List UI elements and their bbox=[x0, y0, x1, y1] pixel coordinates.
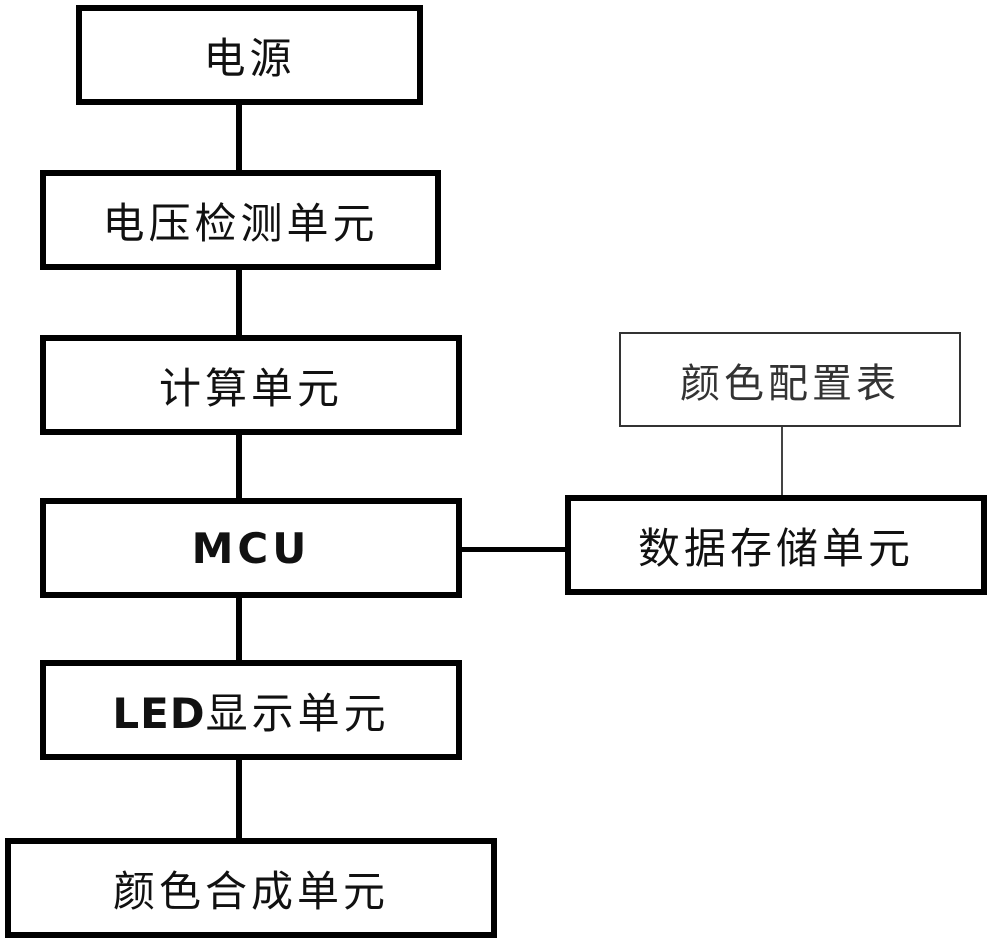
node-mcu: MCU bbox=[40, 498, 462, 598]
node-label: 数据存储单元 bbox=[637, 523, 914, 573]
node-data-storage: 数据存储单元 bbox=[565, 495, 987, 595]
node-label: 颜色合成单元 bbox=[112, 866, 389, 916]
edge-compute-mcu bbox=[236, 432, 242, 502]
node-label: LED显示单元 bbox=[112, 680, 389, 741]
node-label: 电源 bbox=[203, 33, 296, 83]
node-label: 颜色配置表 bbox=[680, 360, 900, 407]
node-label: 计算单元 bbox=[158, 363, 343, 413]
node-label: 电压检测单元 bbox=[102, 198, 379, 248]
node-voltage-detect: 电压检测单元 bbox=[40, 170, 441, 270]
edge-mcu-storage bbox=[458, 547, 568, 552]
edge-power-voltage bbox=[236, 102, 242, 172]
node-label-latin: LED bbox=[112, 688, 206, 738]
node-led-display: LED显示单元 bbox=[40, 660, 462, 760]
node-power: 电源 bbox=[76, 5, 423, 105]
node-label: MCU bbox=[191, 523, 311, 573]
edge-config-storage bbox=[781, 425, 783, 498]
edge-mcu-led bbox=[236, 595, 242, 665]
node-compute: 计算单元 bbox=[40, 335, 462, 435]
edge-led-colorsynth bbox=[236, 757, 242, 842]
node-color-config: 颜色配置表 bbox=[619, 332, 961, 427]
edge-voltage-compute bbox=[236, 267, 242, 337]
node-label-cjk: 显示单元 bbox=[205, 688, 390, 738]
node-color-synth: 颜色合成单元 bbox=[5, 838, 497, 938]
